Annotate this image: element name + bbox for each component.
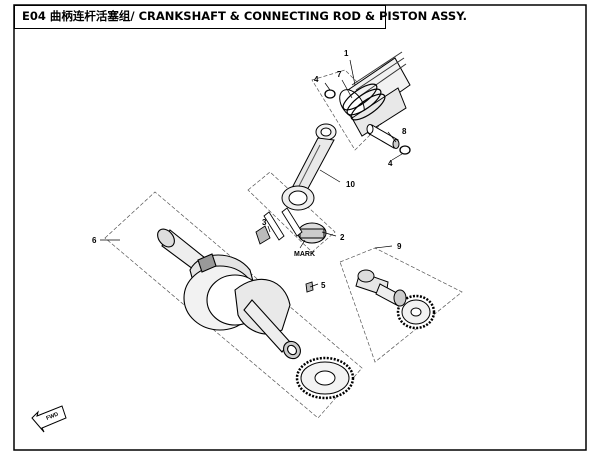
piston [339, 51, 411, 137]
balancer-group-outline [339, 247, 463, 363]
mark-label: MARK [294, 251, 315, 258]
connecting-rod [281, 123, 337, 244]
drawing-frame [13, 4, 587, 451]
fwd-arrow: FWD [31, 405, 67, 433]
callout-1: 1 [344, 49, 349, 58]
page-title: E04 曲柄连杆活塞组/ CRANKSHAFT & CONNECTING ROD… [14, 5, 467, 29]
balancer-shaft [355, 269, 436, 330]
conrod-group-outline [247, 171, 336, 253]
crank-drive-gear [295, 356, 355, 400]
callout-5: 5 [321, 281, 326, 290]
crankshaft-group-outline [104, 191, 363, 419]
piston-pin [366, 124, 400, 149]
crankshaft [157, 228, 301, 360]
callouts: 1 7 4 8 4 10 2 3 6 5 9 MARK [92, 49, 407, 290]
woodruff-key [305, 281, 314, 293]
callout-9: 9 [397, 242, 402, 251]
callout-4-bottom: 4 [388, 159, 393, 168]
callout-6: 6 [92, 236, 97, 245]
leader-lines [100, 59, 403, 288]
callout-3: 3 [262, 218, 267, 227]
piston-rings [342, 83, 386, 121]
callout-10: 10 [346, 180, 355, 189]
callout-7: 7 [337, 70, 342, 79]
rod-bolts [255, 207, 303, 245]
callout-4-top: 4 [314, 75, 319, 84]
callout-2: 2 [340, 233, 345, 242]
fwd-label: FWD [46, 412, 60, 422]
callout-8: 8 [402, 127, 407, 136]
